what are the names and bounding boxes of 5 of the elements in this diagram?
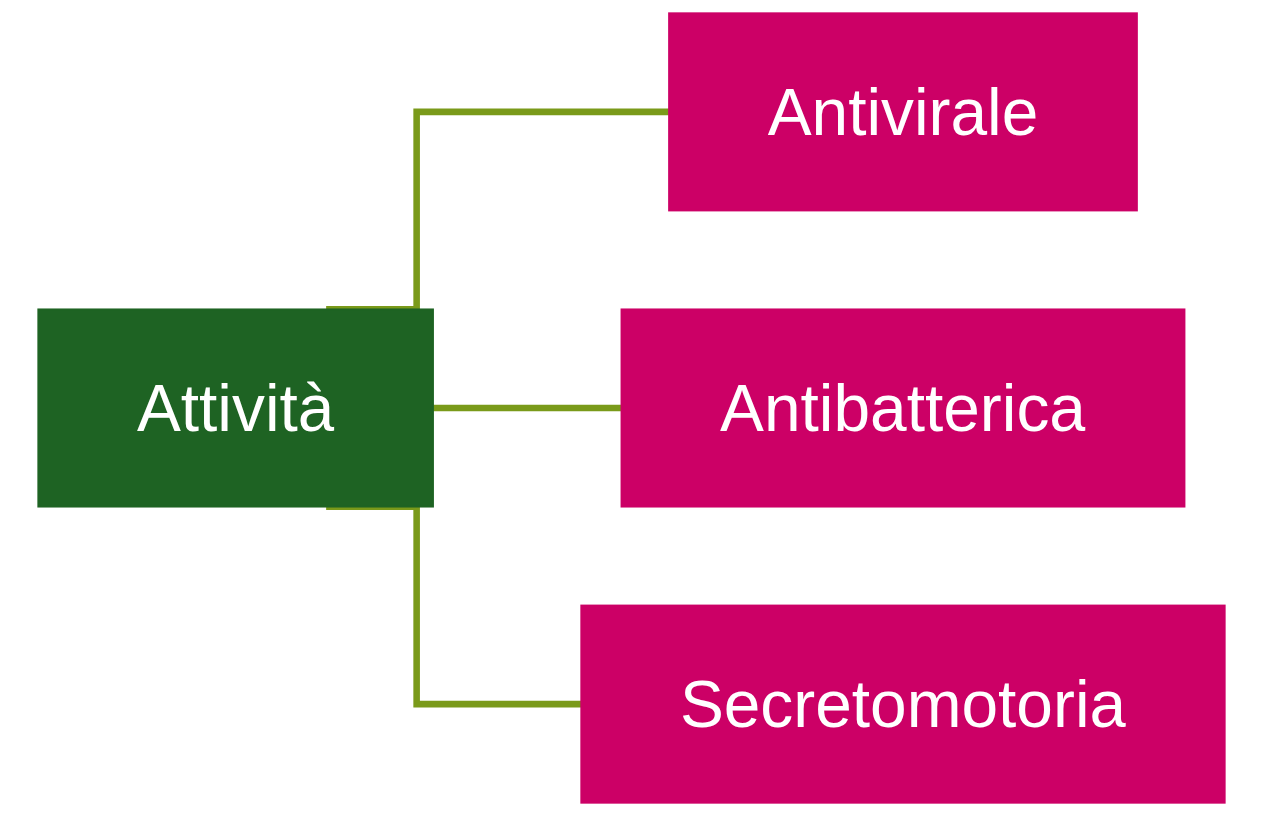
connector xyxy=(433,404,622,412)
node-box: Antibatterica xyxy=(620,308,1186,508)
node-box: Secretomotoria xyxy=(580,604,1226,804)
node-box: Antivirale xyxy=(668,12,1138,212)
node-box: Attività xyxy=(37,308,434,508)
